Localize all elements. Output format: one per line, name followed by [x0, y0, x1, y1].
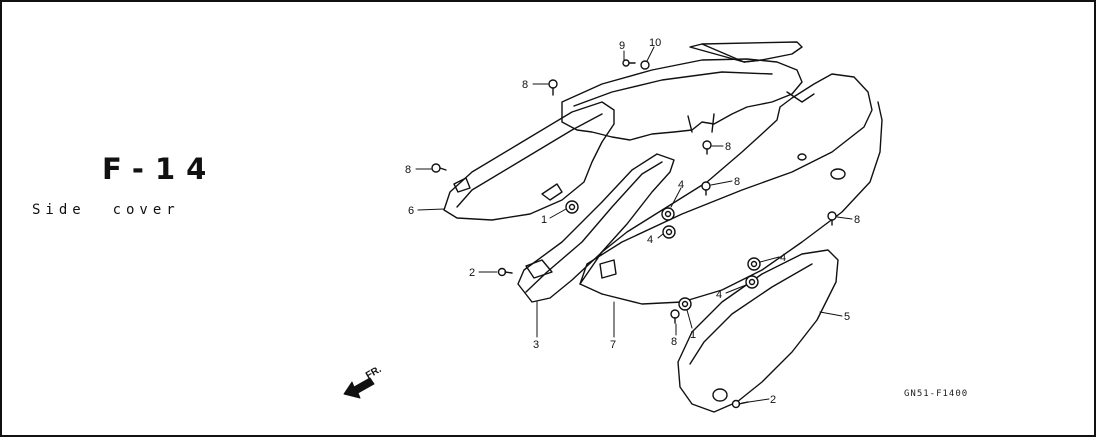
callout-1: 1: [690, 329, 696, 341]
rear-cowl-part: [561, 41, 803, 141]
callout-9: 9: [619, 40, 625, 52]
callout-labels: 9 10 8 8 6 1 8 8 4 4 8 2 4 4 5 3 7 8 1 2: [405, 37, 860, 406]
drawing-code: GN51-F1400: [904, 389, 969, 399]
side-rail-part: [517, 153, 675, 303]
callout-10: 10: [649, 37, 661, 49]
side-panel-left-part: [443, 101, 615, 221]
side-cover-lower-part: [677, 249, 839, 413]
fasteners: [431, 59, 837, 409]
page-subtitle: Side cover: [32, 202, 180, 218]
callout-6: 6: [408, 205, 414, 217]
callout-4: 4: [780, 252, 786, 264]
callout-5: 5: [844, 311, 850, 323]
callout-3: 3: [533, 339, 539, 351]
leader-lines: [415, 46, 853, 404]
callout-4: 4: [678, 179, 684, 191]
front-direction-arrow-icon: FR.: [343, 364, 384, 399]
callout-8: 8: [854, 214, 860, 226]
callout-4: 4: [716, 289, 722, 301]
callout-2: 2: [469, 267, 475, 279]
side-cover-right-part: [579, 73, 883, 305]
callout-8: 8: [671, 336, 677, 348]
callout-1: 1: [541, 214, 547, 226]
page-title: F-14: [102, 152, 218, 186]
callout-8: 8: [725, 141, 731, 153]
callout-8: 8: [734, 176, 740, 188]
callout-8: 8: [405, 164, 411, 176]
callout-7: 7: [610, 339, 616, 351]
front-direction-label: FR.: [364, 364, 384, 382]
callout-2: 2: [770, 394, 776, 406]
callout-8: 8: [522, 79, 528, 91]
callout-4: 4: [647, 234, 653, 246]
